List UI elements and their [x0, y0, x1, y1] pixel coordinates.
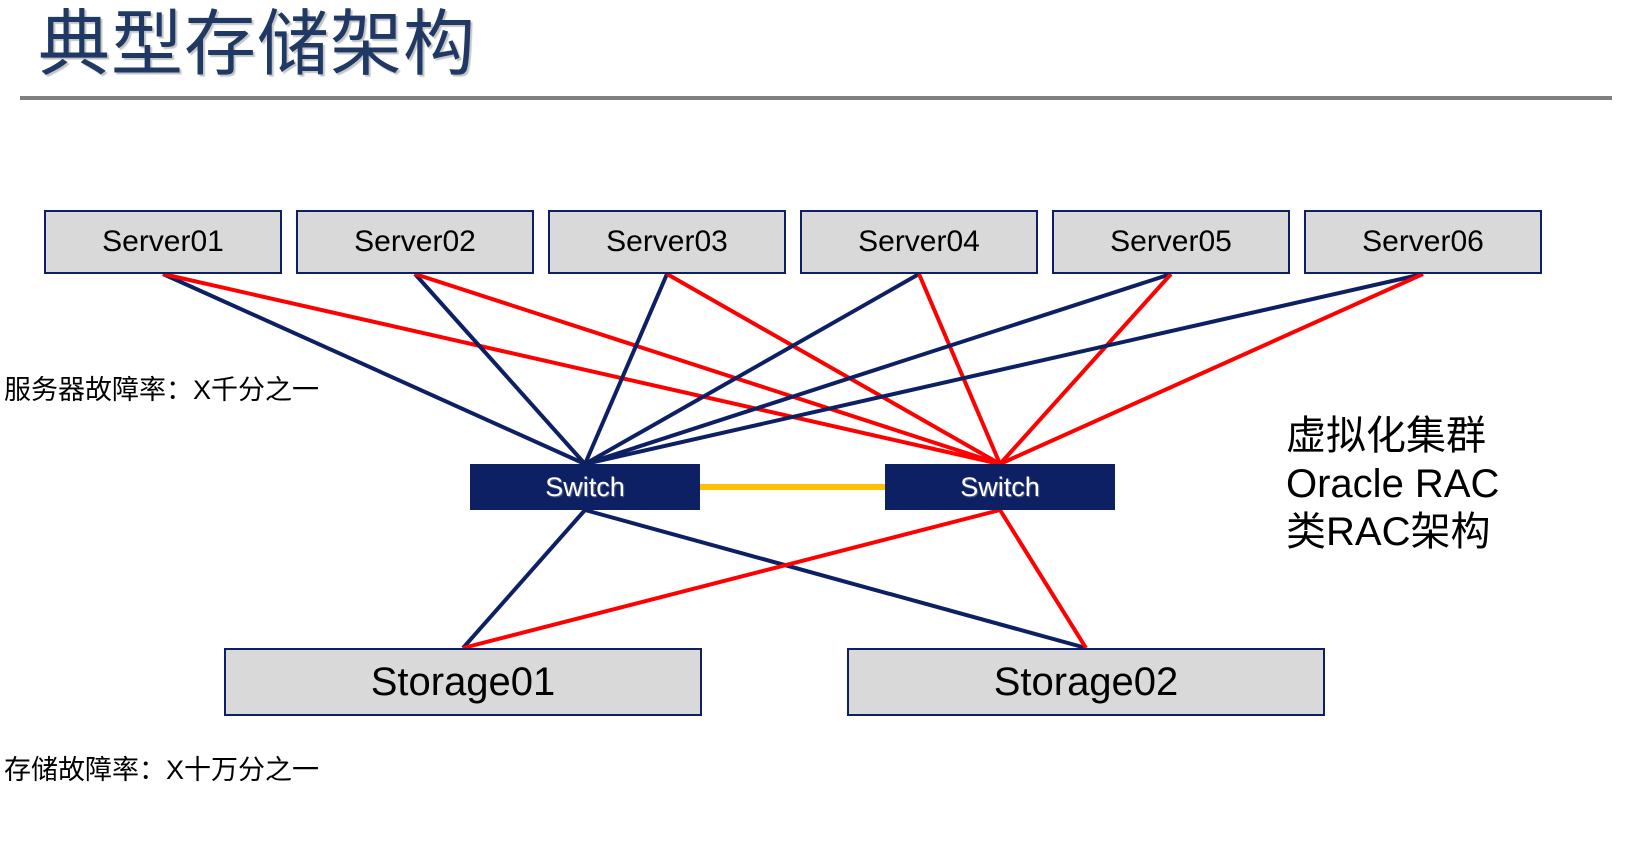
edge-server-4-to-switch-left	[584, 272, 920, 466]
node-server-04[interactable]: Server04	[800, 210, 1038, 274]
edge-switch-left-to-storage-02	[584, 508, 1087, 650]
node-label: Storage02	[993, 659, 1179, 704]
node-label: Storage01	[370, 659, 556, 704]
node-server-02[interactable]: Server02	[296, 210, 534, 274]
node-server-03[interactable]: Server03	[548, 210, 786, 274]
edge-server-3-to-switch-right	[666, 272, 1001, 466]
edge-server-4-to-switch-right	[917, 273, 1002, 465]
edge-server-1-to-switch-left	[162, 272, 586, 466]
node-label: Switch	[960, 471, 1040, 502]
edge-server-6-to-switch-left	[584, 272, 1424, 466]
cluster-note-line-1: 虚拟化集群	[1286, 414, 1486, 458]
node-label: Server05	[1110, 225, 1232, 258]
title-divider	[20, 96, 1612, 100]
edge-server-2-to-switch-right	[414, 272, 1001, 466]
node-server-05[interactable]: Server05	[1052, 210, 1290, 274]
cluster-note-line-3: 类RAC架构	[1286, 510, 1491, 554]
cluster-note-line-2: Oracle RAC	[1286, 462, 1500, 506]
node-label: Server02	[354, 225, 476, 258]
node-storage-01[interactable]: Storage01	[224, 648, 702, 716]
page-title: 典型存储架构	[38, 5, 477, 85]
node-label: Server03	[606, 225, 728, 258]
node-label: Server01	[102, 225, 224, 258]
node-server-01[interactable]: Server01	[44, 210, 282, 274]
edge-switch-left-to-storage-01	[461, 508, 587, 650]
edge-server-6-to-switch-right	[999, 272, 1424, 466]
edge-server-3-to-switch-left	[583, 273, 669, 465]
edge-switch-right-to-storage-01	[462, 508, 1001, 650]
edge-server-2-to-switch-left	[413, 272, 587, 466]
node-label: Switch	[545, 471, 625, 502]
node-switch-right[interactable]: Switch	[885, 464, 1115, 510]
node-server-06[interactable]: Server06	[1304, 210, 1542, 274]
annotation-cluster-types: 虚拟化集群 Oracle RAC 类RAC架构	[1286, 412, 1499, 556]
edge-switch-right-to-storage-02	[998, 508, 1088, 650]
node-switch-left[interactable]: Switch	[470, 464, 700, 510]
edge-server-5-to-switch-left	[584, 272, 1172, 466]
edges-group	[162, 272, 1424, 650]
edge-server-1-to-switch-right	[162, 272, 1001, 466]
edge-server-5-to-switch-right	[998, 272, 1173, 466]
annotation-server-failure-rate: 服务器故障率：X千分之一	[4, 375, 320, 405]
node-label: Server04	[858, 225, 980, 258]
node-label: Server06	[1362, 225, 1484, 258]
node-storage-02[interactable]: Storage02	[847, 648, 1325, 716]
annotation-storage-failure-rate: 存储故障率：X十万分之一	[4, 755, 320, 785]
